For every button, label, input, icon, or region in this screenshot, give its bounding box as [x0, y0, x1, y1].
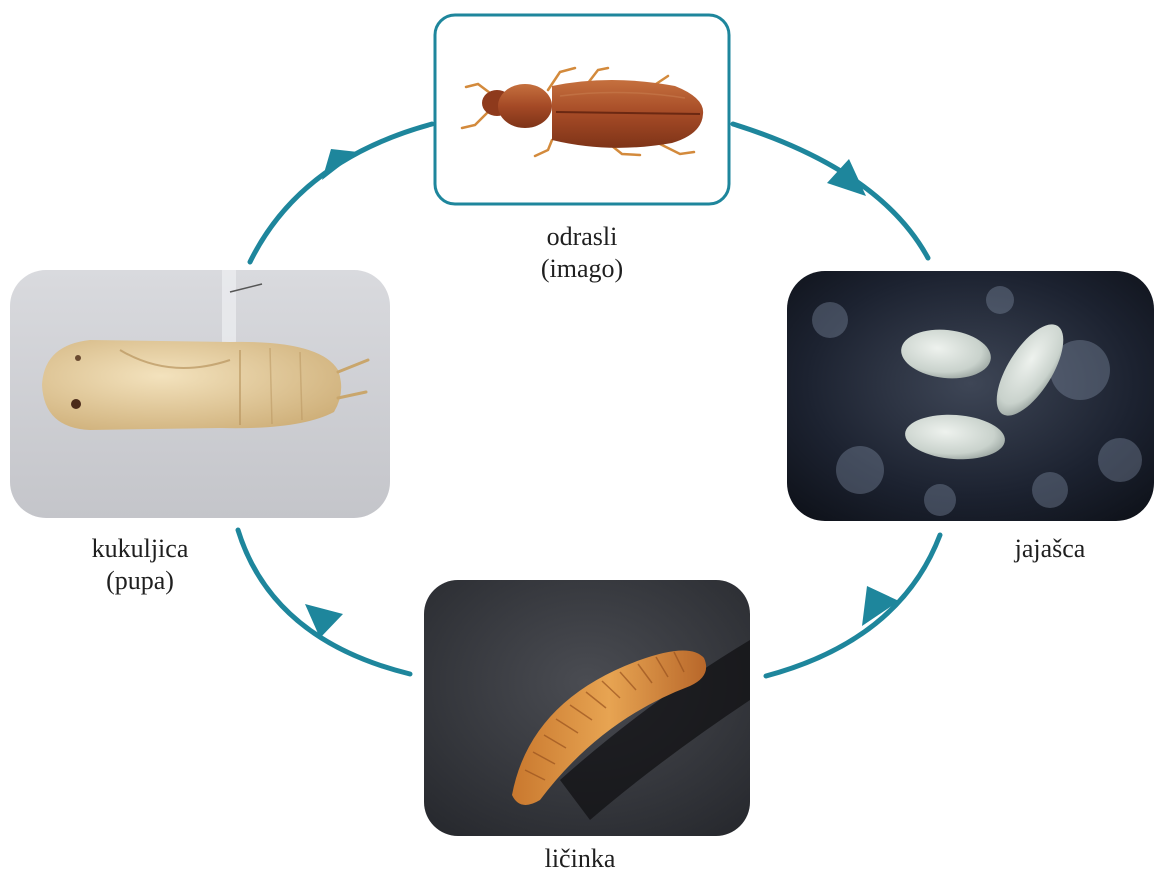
stage-name-pupa: kukuljica: [40, 533, 240, 565]
stage-name-larva: ličinka: [480, 843, 680, 874]
adult-stage-image: [435, 15, 729, 204]
stage-name-adult: odrasli: [482, 221, 682, 253]
stage-label-pupa: kukuljica (pupa): [40, 533, 240, 597]
arc-adult-to-eggs: [733, 124, 928, 258]
arrowhead-to-adult: [322, 149, 358, 180]
arc-larva-to-pupa: [238, 530, 410, 674]
stage-label-adult: odrasli (imago): [482, 221, 682, 285]
stage-label-eggs: jajašca: [960, 533, 1140, 565]
arc-pupa-to-adult: [250, 124, 432, 262]
stage-alt-adult: (imago): [482, 253, 682, 285]
stage-label-larva: ličinka: [480, 843, 680, 874]
stage-alt-pupa: (pupa): [40, 565, 240, 597]
arc-eggs-to-larva: [766, 535, 940, 676]
eggs-stage-image: [787, 271, 1154, 521]
stage-name-eggs: jajašca: [960, 533, 1140, 565]
larva-stage-image: [424, 580, 750, 836]
pupa-stage-image: [10, 270, 390, 518]
